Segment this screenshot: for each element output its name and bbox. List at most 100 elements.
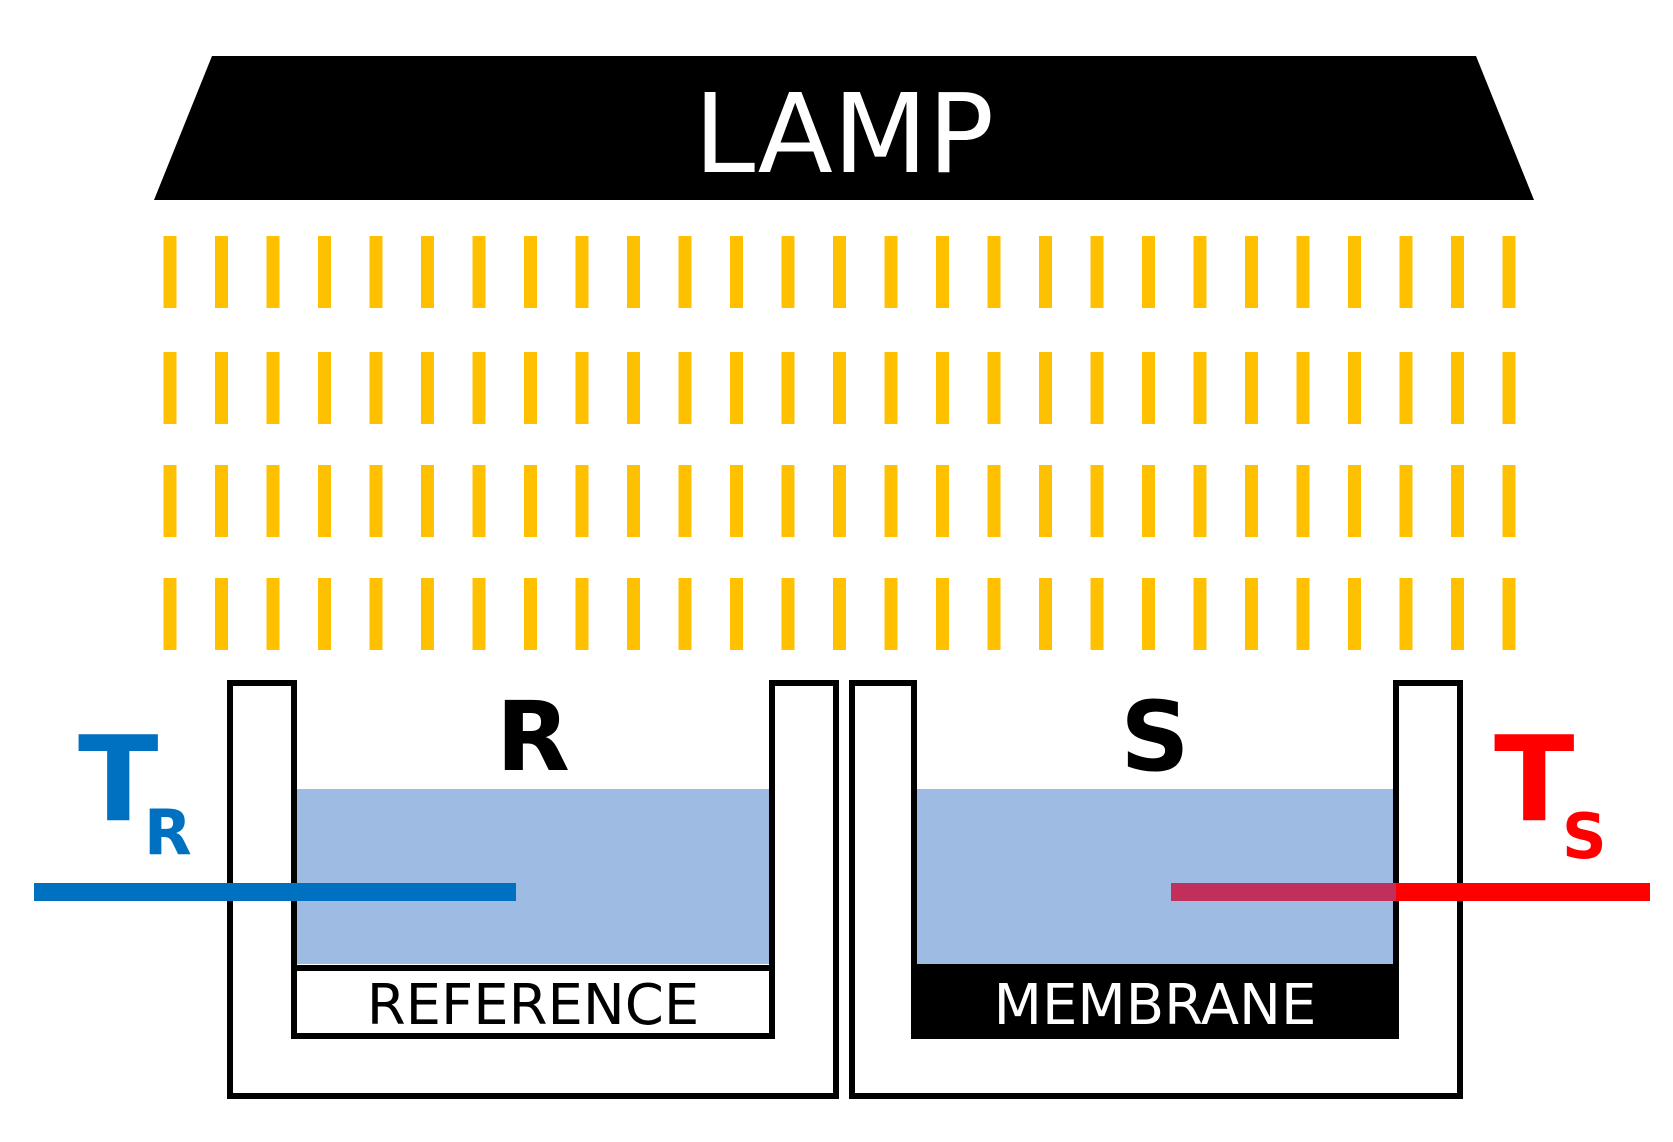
light-ray [1090,236,1104,308]
light-ray [730,236,743,308]
light-ray [1039,352,1052,424]
light-ray [1296,578,1310,650]
light-ray [524,465,537,537]
light-ray [575,465,589,537]
light-ray [1451,465,1464,537]
light-ray [1039,578,1052,650]
sample-water [916,789,1394,964]
sample-temperature-symbol: T [1494,710,1575,848]
light-ray [936,236,949,308]
light-ray [781,465,795,537]
light-ray [730,578,743,650]
light-ray [1039,236,1052,308]
light-ray [215,465,228,537]
light-ray [369,352,383,424]
reference-plate-label: REFERENCE [367,973,700,1038]
light-ray [1245,352,1258,424]
reference-thermocouple: T R [34,710,516,901]
reference-temperature-label: T R [78,710,192,869]
light-ray [1142,578,1155,650]
light-ray [678,578,692,650]
light-ray [421,352,434,424]
light-ray [627,352,640,424]
light-ray [369,578,383,650]
light-ray [472,236,486,308]
light-ray [987,465,1001,537]
light-ray [215,236,228,308]
light-ray [1142,236,1155,308]
light-ray [1193,352,1207,424]
light-ray [627,236,640,308]
light-ray [215,578,228,650]
light-ray [163,578,177,650]
light-ray [833,352,846,424]
light-ray [575,578,589,650]
reference-plate [291,965,775,1039]
light-ray [1348,352,1361,424]
light-ray [524,578,537,650]
lamp-label: LAMP [694,70,994,198]
reference-temperature-subscript: R [144,796,192,869]
light-ray [1193,236,1207,308]
light-ray [1399,578,1413,650]
light-ray [266,352,280,424]
light-ray [1245,236,1258,308]
sample-cell-letter: S [1120,681,1189,793]
light-ray [1296,465,1310,537]
light-ray [524,352,537,424]
reference-cell: REFERENCE R [227,680,839,1099]
light-ray [678,465,692,537]
sample-temperature-subscript: S [1562,800,1607,873]
light-ray [987,236,1001,308]
light-ray [1451,236,1464,308]
light-ray [1399,352,1413,424]
light-ray [1090,578,1104,650]
light-ray [1348,578,1361,650]
membrane-plate [911,964,1398,1039]
lamp: LAMP [154,56,1534,200]
light-ray [1142,352,1155,424]
light-ray [1502,236,1516,308]
light-ray [575,352,589,424]
light-ray [781,578,795,650]
light-ray [936,352,949,424]
light-ray [627,578,640,650]
light-ray [421,465,434,537]
light-ray [369,465,383,537]
light-ray [318,465,331,537]
light-rays [163,236,1516,650]
light-ray [472,578,486,650]
light-ray [730,352,743,424]
light-ray [987,578,1001,650]
light-ray [678,236,692,308]
light-ray [884,236,898,308]
light-ray [472,352,486,424]
light-ray [1193,465,1207,537]
reference-temperature-symbol: T [78,710,159,848]
light-ray [833,578,846,650]
light-ray [833,465,846,537]
light-ray [575,236,589,308]
light-ray [627,465,640,537]
light-ray [1193,578,1207,650]
light-ray [163,352,177,424]
light-ray [1142,465,1155,537]
light-ray [318,236,331,308]
light-ray [781,352,795,424]
light-ray [266,236,280,308]
light-ray [1296,352,1310,424]
light-ray [1039,465,1052,537]
light-ray [936,578,949,650]
light-ray [1451,578,1464,650]
light-ray [163,236,177,308]
light-ray [730,465,743,537]
light-ray [1502,352,1516,424]
light-ray [1296,236,1310,308]
light-ray [318,578,331,650]
light-ray [884,465,898,537]
light-ray [421,236,434,308]
light-ray [1399,236,1413,308]
light-ray [1502,578,1516,650]
sample-cell: MEMBRANE S [849,680,1463,1099]
